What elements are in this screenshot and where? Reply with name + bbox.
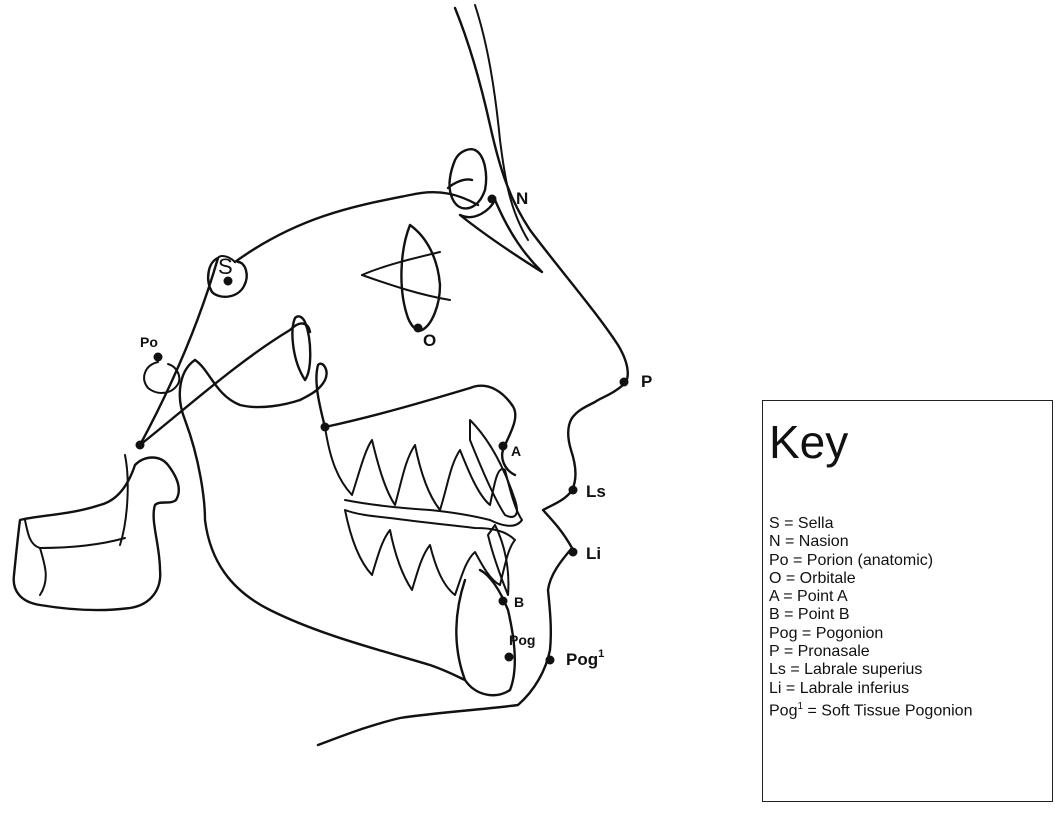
label-b: B	[514, 594, 524, 610]
key-item: O = Orbitale	[769, 570, 972, 588]
point-a	[499, 442, 508, 451]
key-item: S = Sella	[769, 515, 972, 533]
palatal-plane	[325, 386, 512, 427]
soft-tissue-profile	[318, 8, 628, 745]
label-labrale-inferius: Li	[586, 544, 601, 563]
label-pog1-sup: 1	[598, 648, 604, 660]
point-nasion	[488, 195, 497, 204]
key-list: S = Sella N = Nasion Po = Porion (anatom…	[769, 515, 972, 716]
label-pogonion: Pog	[509, 632, 535, 648]
key-item-suffix: = Soft Tissue Pogonion	[803, 702, 972, 719]
key-item: Ls = Labrale superius	[769, 661, 972, 679]
label-pronasale: P	[641, 372, 652, 391]
key-box: Key S = Sella N = Nasion Po = Porion (an…	[762, 400, 1053, 802]
label-sella: S	[218, 254, 233, 279]
mandible-ramus-notch	[195, 360, 300, 407]
vertebra-detail-2	[40, 455, 128, 595]
nasal-bone	[460, 200, 542, 272]
label-orbitale: O	[423, 331, 436, 350]
label-a: A	[511, 443, 521, 459]
cervical-vertebrae	[14, 458, 179, 611]
upper-teeth	[325, 427, 522, 526]
label-pog1-base: Pog	[566, 650, 598, 669]
point-b	[499, 597, 508, 606]
orbit	[401, 225, 440, 331]
label-soft-tissue-pogonion: Pog1	[566, 648, 604, 669]
point-soft-tissue-pogonion	[546, 656, 555, 665]
key-item: Po = Porion (anatomic)	[769, 552, 972, 570]
condyle	[140, 323, 310, 445]
cranial-base	[235, 192, 478, 262]
key-title: Key	[769, 419, 848, 465]
point-pogonion	[505, 653, 514, 662]
key-item: Li = Labrale inferius	[769, 680, 972, 698]
key-item: Pog1 = Soft Tissue Pogonion	[769, 698, 972, 716]
ramus-posterior	[180, 360, 465, 680]
label-labrale-superius: Ls	[586, 482, 606, 501]
point-pronasale	[620, 378, 629, 387]
key-item: P = Pronasale	[769, 643, 972, 661]
sella-gonion-line	[140, 258, 218, 445]
point-porion	[154, 353, 163, 362]
key-item: Pog = Pogonion	[769, 625, 972, 643]
key-item: A = Point A	[769, 588, 972, 606]
point-anterior-nasal	[321, 423, 330, 432]
key-item: B = Point B	[769, 606, 972, 624]
orbit-line-lower	[362, 275, 450, 300]
point-labrale-inferius	[569, 548, 578, 557]
label-nasion: N	[516, 189, 528, 208]
anterior-maxilla	[502, 405, 515, 475]
zygomatic-buttress	[300, 364, 327, 427]
label-porion: Po	[140, 334, 158, 350]
key-item: N = Nasion	[769, 533, 972, 551]
key-item-prefix: Pog	[769, 702, 797, 719]
lower-teeth	[345, 510, 515, 595]
point-orbitale	[414, 324, 423, 333]
point-gonion	[136, 441, 145, 450]
point-labrale-superius	[569, 486, 578, 495]
vertebra-detail-1	[25, 520, 125, 548]
